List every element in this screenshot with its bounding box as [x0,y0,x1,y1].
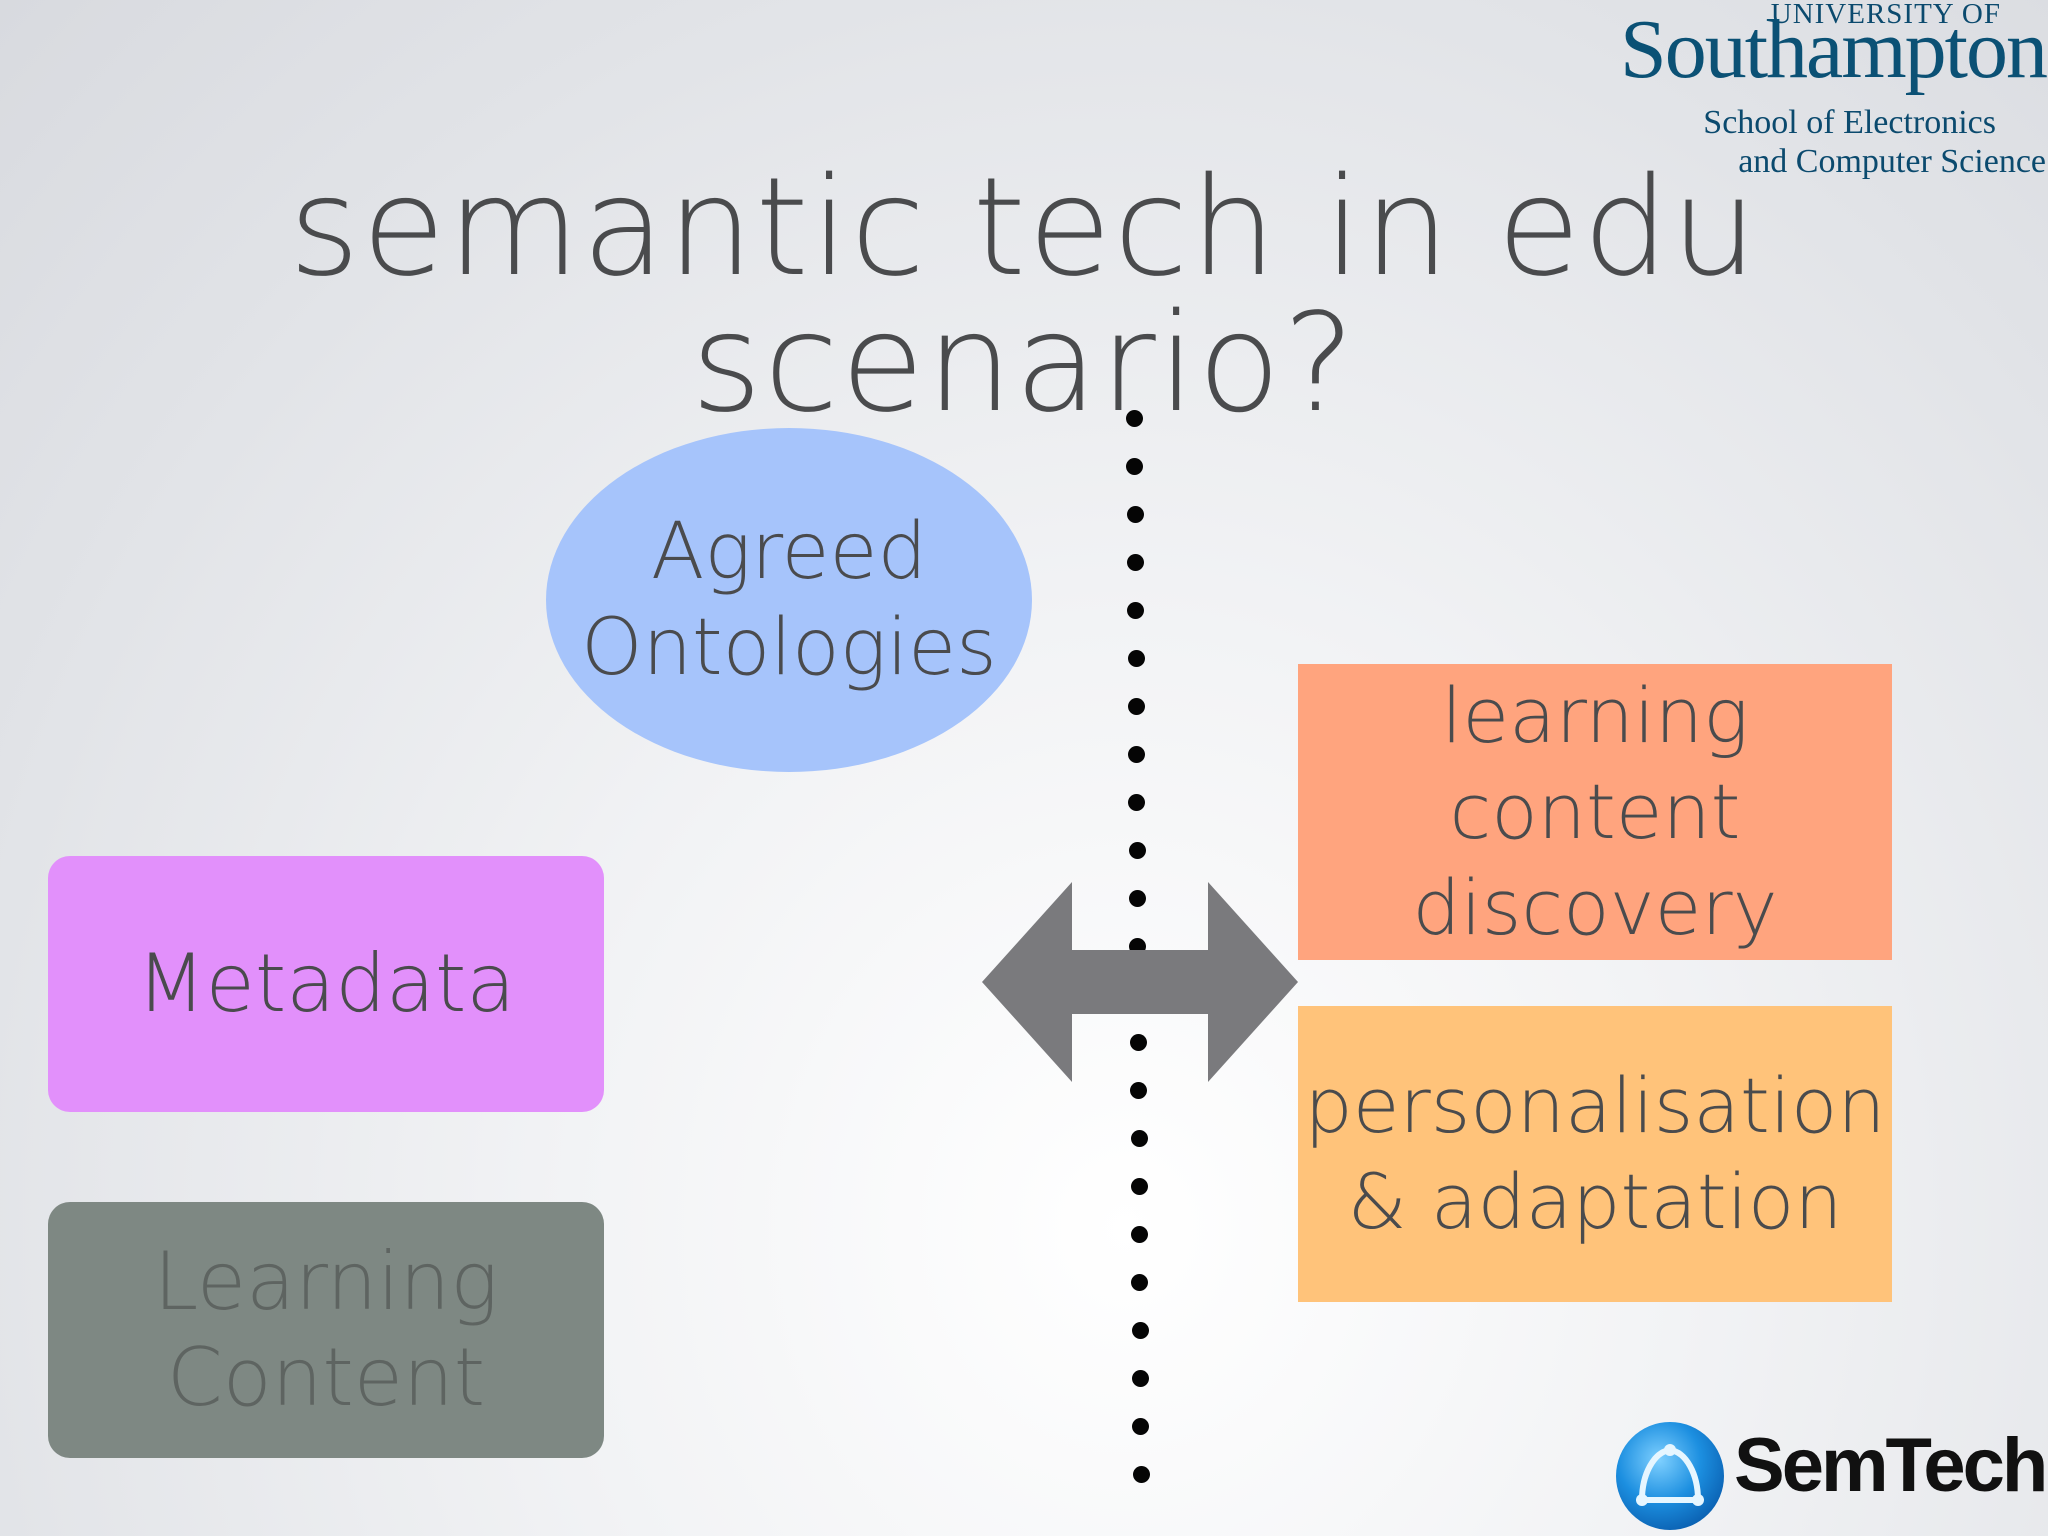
agreed-ontologies-ellipse: Agreed Ontologies [546,428,1032,772]
divider-dot [1129,890,1146,907]
learning-content-label: Learning Content [153,1235,499,1424]
divider-dot [1129,1034,1147,1051]
learning-content-box: Learning Content [48,1202,604,1458]
divider-dot [1132,1466,1150,1483]
logo-university-of: UNIVERSITY OF [1770,0,2001,30]
slide-title: semantic tech in edu scenario? [288,149,1760,443]
divider-dot [1130,1178,1148,1195]
logo-southampton: Southampton [1619,3,2048,96]
double-headed-arrow-shape [982,882,1298,1082]
semtech-logo-text: SemTech [1734,1423,2048,1508]
personalisation-box: personalisation & adaptation [1298,1006,1892,1302]
metadata-label: Metadata [136,937,516,1030]
divider-dot [1132,1370,1149,1387]
logo-school-line1: School of Electronics [1703,104,1996,141]
divider-dot [1127,698,1145,715]
divider-dot [1127,650,1145,667]
divider-dot [1126,458,1144,475]
divider-dot [1126,506,1144,523]
content-discovery-label: learning content discovery [1412,671,1778,952]
double-headed-arrow-icon [982,882,1298,1082]
agreed-ontologies-label: Agreed Ontologies [581,507,997,693]
logo-school-line2: and Computer Science [1738,143,2046,180]
divider-dot [1132,1418,1150,1435]
semtech-logo: SemTech [1614,1420,2048,1536]
divider-dot [1126,410,1143,427]
university-of-southampton-logo: UNIVERSITY OF Southampton School of Elec… [1576,0,2048,180]
divider-dot [1127,602,1145,619]
divider-dot [1130,1082,1148,1099]
personalisation-label: personalisation & adaptation [1304,1061,1886,1246]
divider-dot [1131,1322,1149,1339]
divider-dot [1128,794,1146,811]
divider-dot [1131,1226,1149,1243]
metadata-box: Metadata [48,856,604,1112]
semtech-orb-icon [1616,1422,1724,1530]
content-discovery-box: learning content discovery [1298,664,1892,960]
divider-dot [1130,1130,1148,1147]
divider-dot [1126,554,1144,571]
divider-dot [1128,842,1146,859]
divider-dot [1131,1274,1149,1291]
divider-dot [1128,746,1146,763]
